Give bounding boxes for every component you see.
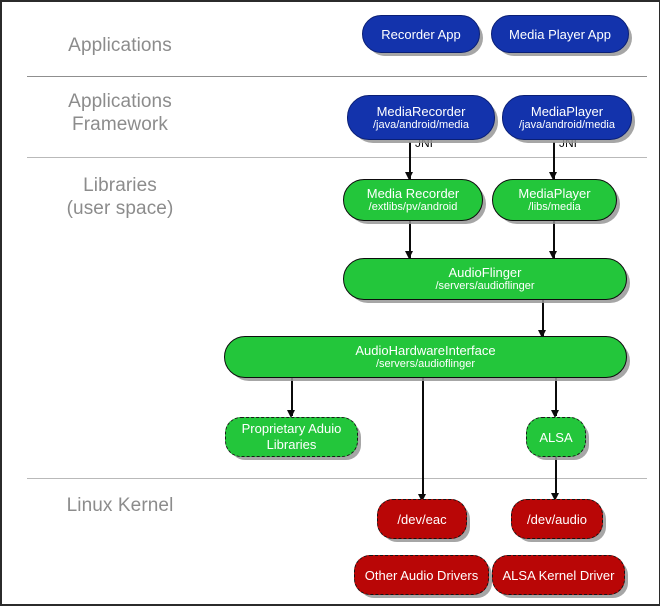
divider-kernel <box>27 478 647 479</box>
node-dev-audio[interactable]: /dev/audio <box>511 499 603 539</box>
divider-applications <box>27 76 647 77</box>
arrowhead-ahi-proprietary <box>287 410 295 418</box>
connector-mediaplayer-audioflinger <box>553 220 555 258</box>
node-mediaplayer-framework-title: MediaPlayer <box>530 103 604 119</box>
node-audiohardwareinterface-title: AudioHardwareInterface <box>355 343 496 358</box>
node-dev-eac[interactable]: /dev/eac <box>377 499 467 539</box>
node-media-player-app[interactable]: Media Player App <box>491 15 629 53</box>
node-dev-audio-title: /dev/audio <box>527 511 587 527</box>
arrowhead-mediarecorder-jni <box>405 172 413 180</box>
node-audiohardwareinterface-path: /servers/audioflinger <box>375 358 476 370</box>
layer-label-libraries: Libraries (user space) <box>66 175 174 219</box>
node-other-audio-drivers[interactable]: Other Audio Drivers <box>354 555 489 595</box>
arrowhead-mediaplayer-audioflinger <box>549 251 557 259</box>
connector-ahi-alsa <box>555 376 557 416</box>
node-recorder-app[interactable]: Recorder App <box>362 15 480 53</box>
arrowhead-mediarecorder-audioflinger <box>405 251 413 259</box>
arrowhead-ahi-alsa <box>551 410 559 418</box>
node-audioflinger-path: /servers/audioflinger <box>435 280 535 292</box>
node-audioflinger-title: AudioFlinger <box>448 265 522 280</box>
node-alsa-title: ALSA <box>539 429 573 445</box>
node-alsa-kernel-driver-title: ALSA Kernel Driver <box>502 567 615 583</box>
node-mediaplayer-library-title: MediaPlayer <box>518 186 591 201</box>
arrowhead-mediaplayer-jni <box>549 172 557 180</box>
node-mediaplayer-library[interactable]: MediaPlayer /libs/media <box>492 179 617 221</box>
node-dev-eac-title: /dev/eac <box>397 511 447 527</box>
node-mediarecorder-framework[interactable]: MediaRecorder /java/android/media <box>347 95 495 140</box>
divider-framework <box>27 157 647 158</box>
node-recorder-app-title: Recorder App <box>381 26 461 42</box>
node-mediaplayer-library-path: /libs/media <box>528 201 581 213</box>
node-proprietary-audio-libraries[interactable]: Proprietary Aduio Libraries <box>225 417 358 457</box>
layer-label-applications: Applications <box>68 35 172 56</box>
node-mediarecorder-framework-title: MediaRecorder <box>376 103 466 119</box>
node-alsa-kernel-driver[interactable]: ALSA Kernel Driver <box>492 555 625 595</box>
connector-mediarecorder-audioflinger <box>409 220 411 258</box>
node-media-recorder-library-title: Media Recorder <box>366 186 460 201</box>
arrowhead-audioflinger-audiohardwareinterface <box>538 330 546 338</box>
connector-audioflinger-audiohardwareinterface <box>542 300 544 336</box>
node-audioflinger[interactable]: AudioFlinger /servers/audioflinger <box>343 258 627 300</box>
node-media-player-app-title: Media Player App <box>509 26 611 42</box>
node-mediaplayer-framework-path: /java/android/media <box>518 118 615 131</box>
node-proprietary-audio-libraries-title: Proprietary Aduio Libraries <box>241 421 342 452</box>
arrowhead-alsa-devaudio <box>551 493 559 501</box>
arrowhead-ahi-deveac <box>418 494 426 502</box>
node-alsa[interactable]: ALSA <box>526 417 586 457</box>
layer-label-linux-kernel: Linux Kernel <box>66 495 174 516</box>
node-mediaplayer-framework[interactable]: MediaPlayer /java/android/media <box>502 95 632 140</box>
node-audiohardwareinterface[interactable]: AudioHardwareInterface /servers/audiofli… <box>224 336 627 378</box>
connector-ahi-proprietary <box>291 376 293 416</box>
node-mediarecorder-framework-path: /java/android/media <box>372 118 469 131</box>
node-other-audio-drivers-title: Other Audio Drivers <box>364 567 479 583</box>
node-media-recorder-library-path: /extlibs/pv/android <box>368 201 458 213</box>
connector-mediarecorder-jni <box>409 142 411 180</box>
node-media-recorder-library[interactable]: Media Recorder /extlibs/pv/android <box>343 179 483 221</box>
connector-ahi-deveac <box>422 376 424 498</box>
connector-mediaplayer-jni <box>553 142 555 180</box>
layer-label-applications-framework: Applications Framework <box>68 91 172 135</box>
connector-alsa-devaudio <box>555 457 557 497</box>
